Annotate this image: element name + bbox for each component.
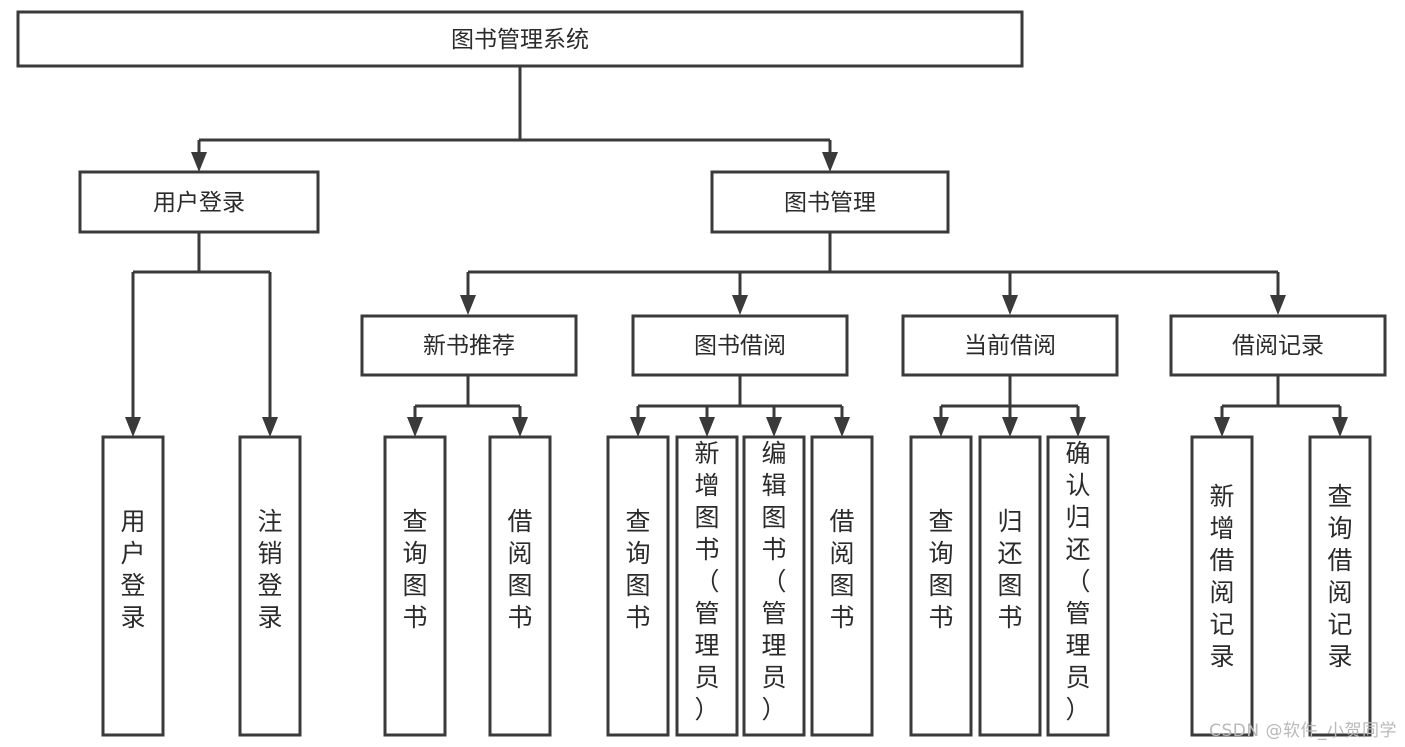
node-new-book-recommend-label: 新书推荐 <box>423 333 515 359</box>
arrow-head-n3-leaf-3 <box>1070 417 1086 437</box>
node-root-label: 图书管理系统 <box>451 27 589 53</box>
leaf-n3-query-book-label: 查询图书 <box>928 507 953 632</box>
leaf-n1-query-book[interactable]: 查询图书 <box>383 435 447 737</box>
arrow-head-n1-leaf-1 <box>407 417 423 437</box>
node-new-book-recommend[interactable]: 新书推荐 <box>360 314 578 377</box>
leaf-n2-add-book-label: 新增图书（管理员） <box>694 439 719 724</box>
leaf-n2-add-book-box[interactable] <box>675 435 739 737</box>
leaf-n2-add-book[interactable]: 新增图书（管理员） <box>675 435 739 737</box>
node-user-login[interactable]: 用户登录 <box>78 170 320 234</box>
leaf-n3-return-book-box[interactable] <box>978 435 1042 737</box>
arrow-head-current-borrow <box>1002 295 1018 315</box>
leaf-logout-box[interactable] <box>238 435 302 737</box>
leaf-n4-add-record-label: 新增借阅记录 <box>1209 482 1234 671</box>
leaf-n3-confirm-return-box[interactable] <box>1046 435 1110 737</box>
arrow-head-n2-leaf-1 <box>630 417 646 437</box>
arrow-head-leaf-user-login <box>125 417 141 437</box>
leaf-n3-return-book-label: 归还图书 <box>997 507 1022 632</box>
node-layer: 图书管理系统 用户登录 图书管理 新书推荐 图书借阅 <box>16 10 1387 737</box>
connector-layer <box>125 66 1348 437</box>
node-book-borrow[interactable]: 图书借阅 <box>631 314 849 377</box>
leaf-n3-query-book[interactable]: 查询图书 <box>909 435 973 737</box>
leaf-n3-confirm-return-label: 确认归还（管理员） <box>1065 439 1090 724</box>
node-current-borrow[interactable]: 当前借阅 <box>901 314 1119 377</box>
leaf-user-login-box[interactable] <box>101 435 165 737</box>
leaf-n4-add-record[interactable]: 新增借阅记录 <box>1190 435 1254 737</box>
leaf-user-login[interactable]: 用户登录 <box>101 435 165 737</box>
node-book-manage[interactable]: 图书管理 <box>710 170 950 234</box>
leaf-n2-borrow-book-label: 借阅图书 <box>829 507 854 632</box>
arrow-head-n2-leaf-3 <box>766 417 782 437</box>
node-current-borrow-label: 当前借阅 <box>964 333 1056 359</box>
arrow-head-n2-leaf-2 <box>699 417 715 437</box>
arrow-head-new-book <box>460 295 476 315</box>
arrow-head-n3-leaf-2 <box>1002 417 1018 437</box>
node-current-borrow-box[interactable] <box>901 314 1119 377</box>
leaf-n2-query-book-box[interactable] <box>606 435 670 737</box>
leaf-n2-edit-book-label: 编辑图书（管理员） <box>761 439 786 724</box>
arrow-head-n1-leaf-2 <box>512 417 528 437</box>
leaf-user-login-label: 用户登录 <box>120 507 145 632</box>
leaf-n4-query-record-label: 查询借阅记录 <box>1327 482 1352 671</box>
node-borrow-record-label: 借阅记录 <box>1232 333 1324 359</box>
leaf-n1-borrow-book-box[interactable] <box>488 435 552 737</box>
leaf-n4-query-record-box[interactable] <box>1308 435 1372 737</box>
leaf-n1-borrow-book[interactable]: 借阅图书 <box>488 435 552 737</box>
leaf-n3-query-book-box[interactable] <box>909 435 973 737</box>
leaf-logout[interactable]: 注销登录 <box>238 435 302 737</box>
leaf-n1-borrow-book-label: 借阅图书 <box>507 507 532 632</box>
arrow-head-book-manage <box>822 152 838 172</box>
leaf-n2-edit-book[interactable]: 编辑图书（管理员） <box>742 435 806 737</box>
leaf-n2-borrow-book[interactable]: 借阅图书 <box>810 435 874 737</box>
leaf-logout-label: 注销登录 <box>257 507 282 632</box>
leaf-n3-return-book[interactable]: 归还图书 <box>978 435 1042 737</box>
leaf-n2-edit-book-box[interactable] <box>742 435 806 737</box>
node-root-box[interactable] <box>16 10 1024 68</box>
node-borrow-record[interactable]: 借阅记录 <box>1169 314 1387 377</box>
node-borrow-record-box[interactable] <box>1169 314 1387 377</box>
arrow-head-n4-leaf-2 <box>1332 417 1348 437</box>
arrow-head-n2-leaf-4 <box>834 417 850 437</box>
arrow-head-n4-leaf-1 <box>1214 417 1230 437</box>
leaf-n1-query-book-label: 查询图书 <box>402 507 427 632</box>
node-book-borrow-label: 图书借阅 <box>694 333 786 359</box>
leaf-n2-borrow-book-box[interactable] <box>810 435 874 737</box>
leaf-n3-confirm-return[interactable]: 确认归还（管理员） <box>1046 435 1110 737</box>
arrow-head-leaf-logout <box>262 417 278 437</box>
node-user-login-box[interactable] <box>78 170 320 234</box>
arrow-head-book-borrow <box>732 295 748 315</box>
leaf-n4-add-record-box[interactable] <box>1190 435 1254 737</box>
node-root-system[interactable]: 图书管理系统 <box>16 10 1024 68</box>
leaf-n2-query-book-label: 查询图书 <box>625 507 650 632</box>
leaf-n4-query-record[interactable]: 查询借阅记录 <box>1308 435 1372 737</box>
node-user-login-label: 用户登录 <box>153 190 245 216</box>
arrow-head-borrow-record <box>1270 295 1286 315</box>
node-book-manage-label: 图书管理 <box>784 190 876 216</box>
node-book-borrow-box[interactable] <box>631 314 849 377</box>
node-new-book-recommend-box[interactable] <box>360 314 578 377</box>
arrow-head-user-login <box>191 152 207 172</box>
leaf-n1-query-book-box[interactable] <box>383 435 447 737</box>
arrow-head-n3-leaf-1 <box>933 417 949 437</box>
node-book-manage-box[interactable] <box>710 170 950 234</box>
leaf-n2-query-book[interactable]: 查询图书 <box>606 435 670 737</box>
